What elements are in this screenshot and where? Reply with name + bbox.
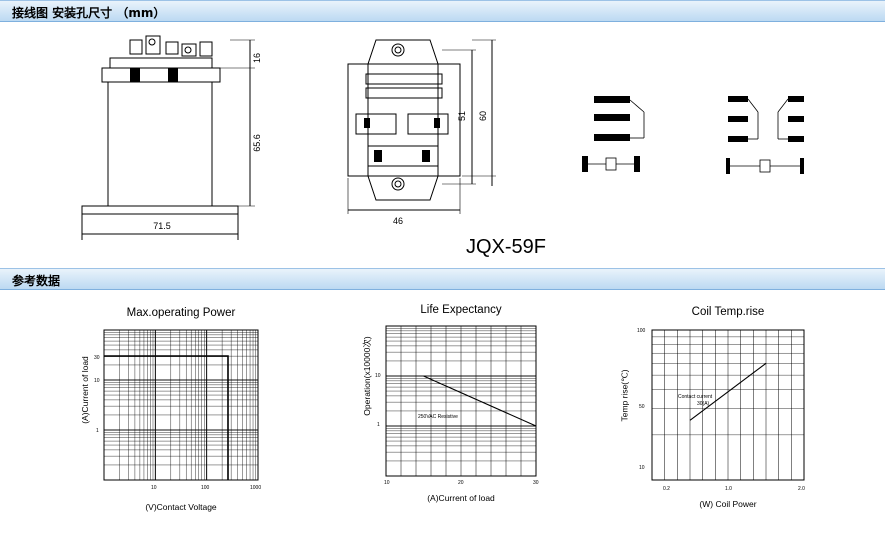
chart2-ytick: 10 xyxy=(375,373,381,379)
chart3-xlabel: (W) Coil Power xyxy=(699,499,757,509)
series-line xyxy=(104,355,229,480)
dim-65-6: 65.6 xyxy=(252,134,262,152)
chart3-xtick: 2.0 xyxy=(798,486,805,492)
chart2-ylabel: Operation(x10000次) xyxy=(362,336,372,416)
chart2-xtick: 10 xyxy=(384,480,390,486)
wiring-schematic-2 xyxy=(726,96,804,174)
dim-60: 60 xyxy=(478,111,488,121)
chart3-title: Coil Temp.rise xyxy=(691,306,765,318)
section-header-reference-data: 参考数据 xyxy=(0,268,885,290)
model-number: JQX-59F xyxy=(466,236,547,258)
chart2-xtick: 30 xyxy=(533,480,539,486)
series-line xyxy=(423,375,537,427)
chart1-ytick: 1 xyxy=(96,428,99,434)
chart1-xtick: 1000 xyxy=(250,485,262,491)
chart2-title: Life Expectancy xyxy=(420,304,502,316)
front-view-drawing: 51 60 46 xyxy=(347,39,496,226)
chart3-annotation: Contact current xyxy=(678,394,713,400)
chart1-xtick: 10 xyxy=(151,485,157,491)
dim-71-5: 71.5 xyxy=(153,221,171,231)
chart1-ytick: 30 xyxy=(94,355,100,361)
dim-16: 16 xyxy=(252,53,262,63)
chart3-annotation: 30(A) xyxy=(697,401,710,407)
chart1-title: Max.operating Power xyxy=(126,307,236,319)
series-line xyxy=(689,362,767,421)
side-view-drawing: 16 65.6 71.5 xyxy=(81,35,262,240)
section-title-reference-data: 参考数据 xyxy=(12,274,61,288)
chart2-ytick: 1 xyxy=(377,422,380,428)
chart3-ytick: 10 xyxy=(639,465,645,471)
chart2-annotation: 250VAC Resistive xyxy=(418,414,458,420)
chart1-ytick: 10 xyxy=(94,378,100,384)
plot-frame xyxy=(103,329,259,481)
chart3-xtick: 0.2 xyxy=(663,486,670,492)
plot-frame xyxy=(385,325,537,477)
chart3-ytick: 50 xyxy=(639,404,645,410)
chart2-xlabel: (A)Current of load xyxy=(427,493,495,503)
chart3-plot xyxy=(651,329,805,481)
chart3-ytick: 100 xyxy=(637,328,646,334)
section-title-wiring: 接线图 安装孔尺寸 （mm） xyxy=(12,6,166,20)
chart2-xtick: 20 xyxy=(458,480,464,486)
chart1-xlabel: (V)Contact Voltage xyxy=(145,502,217,512)
plot-frame xyxy=(651,329,805,481)
chart2-plot xyxy=(385,325,537,477)
chart1-ylabel: (A)Current of load xyxy=(80,356,90,424)
dim-46: 46 xyxy=(393,216,403,226)
chart1-plot xyxy=(103,329,259,481)
section-header-wiring: 接线图 安装孔尺寸 （mm） xyxy=(0,0,885,22)
chart1-xtick: 100 xyxy=(201,485,210,491)
chart3-xtick: 1.0 xyxy=(725,486,732,492)
wiring-schematic-1 xyxy=(582,96,645,172)
dim-51: 51 xyxy=(457,111,467,121)
chart3-ylabel: Temp rise(℃) xyxy=(619,369,630,422)
